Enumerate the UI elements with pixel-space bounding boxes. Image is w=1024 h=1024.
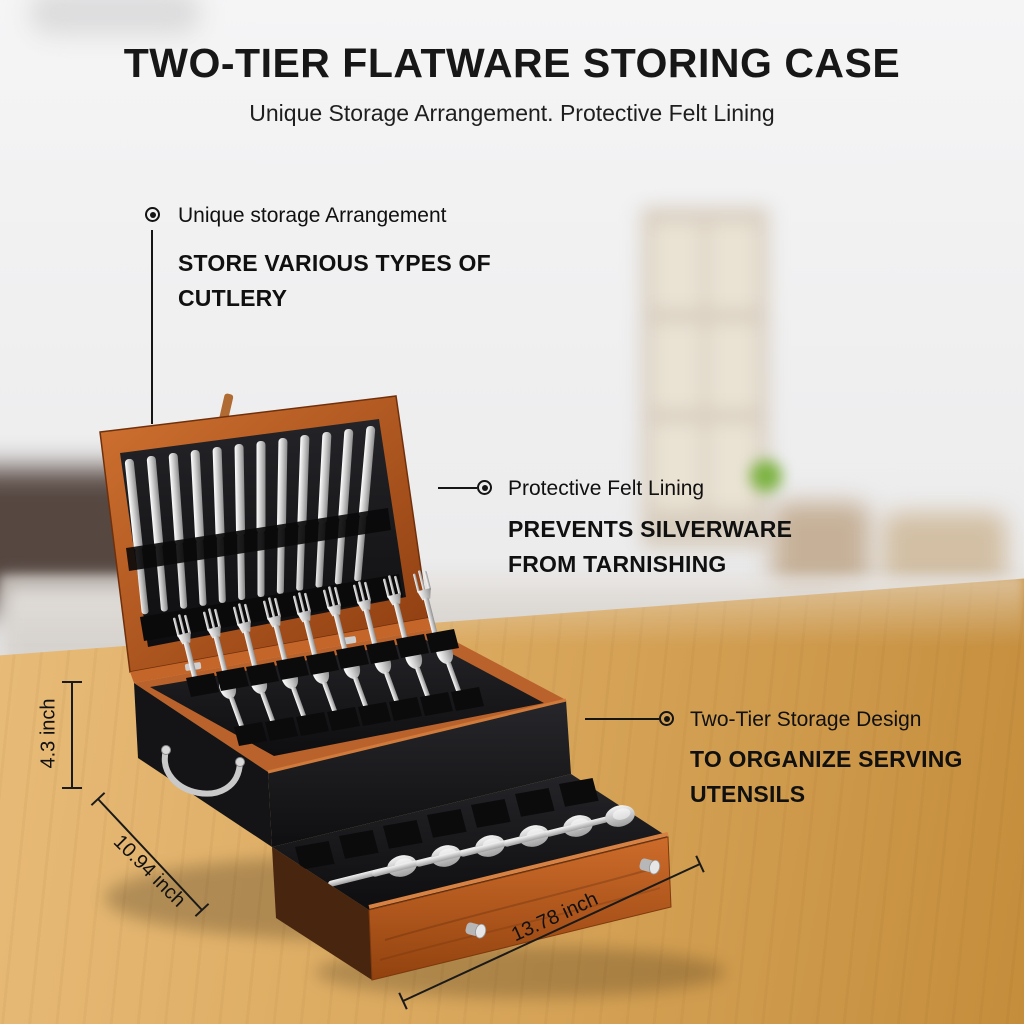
callout-leader-line	[151, 230, 153, 424]
ceiling-fixture-blur	[30, 0, 200, 35]
case-body	[134, 568, 571, 847]
door-pane	[653, 423, 701, 509]
page-subtitle: Unique Storage Arrangement. Protective F…	[249, 100, 775, 126]
dimension-line-depth	[97, 798, 203, 911]
case-lid	[99, 393, 432, 683]
callout-leader-line	[438, 487, 477, 489]
door-pane	[653, 323, 701, 409]
callout-detail: PREVENTS SILVERWARE FROM TARNISHING	[508, 516, 793, 577]
door-pane	[709, 323, 757, 409]
drawer	[272, 774, 672, 981]
callout-marker-icon	[145, 207, 160, 222]
lid-felt-strap	[126, 508, 391, 571]
callout-label: Two-Tier Storage Design	[690, 708, 922, 731]
callout-marker-icon	[477, 480, 492, 495]
door-pane	[709, 423, 757, 509]
callout-detail: TO ORGANIZE SERVING UTENSILS	[690, 746, 963, 807]
callout-leader-line	[585, 718, 659, 720]
dimension-line-width	[402, 863, 701, 1002]
dimension-height-label: 4.3 inch	[37, 698, 60, 769]
door	[641, 207, 769, 549]
page-title: TWO-TIER FLATWARE STORING CASE	[123, 40, 901, 86]
door-pane	[653, 223, 701, 309]
callout-detail: STORE VARIOUS TYPES OF CUTLERY	[178, 250, 491, 311]
plant-blur	[750, 460, 782, 492]
callout-marker-icon	[659, 711, 674, 726]
callout-label: Protective Felt Lining	[508, 477, 705, 500]
side-carry-handle	[161, 745, 245, 797]
dimension-lines	[62, 681, 705, 1010]
door-pane	[709, 223, 757, 309]
callout-label: Unique storage Arrangement	[178, 204, 447, 227]
